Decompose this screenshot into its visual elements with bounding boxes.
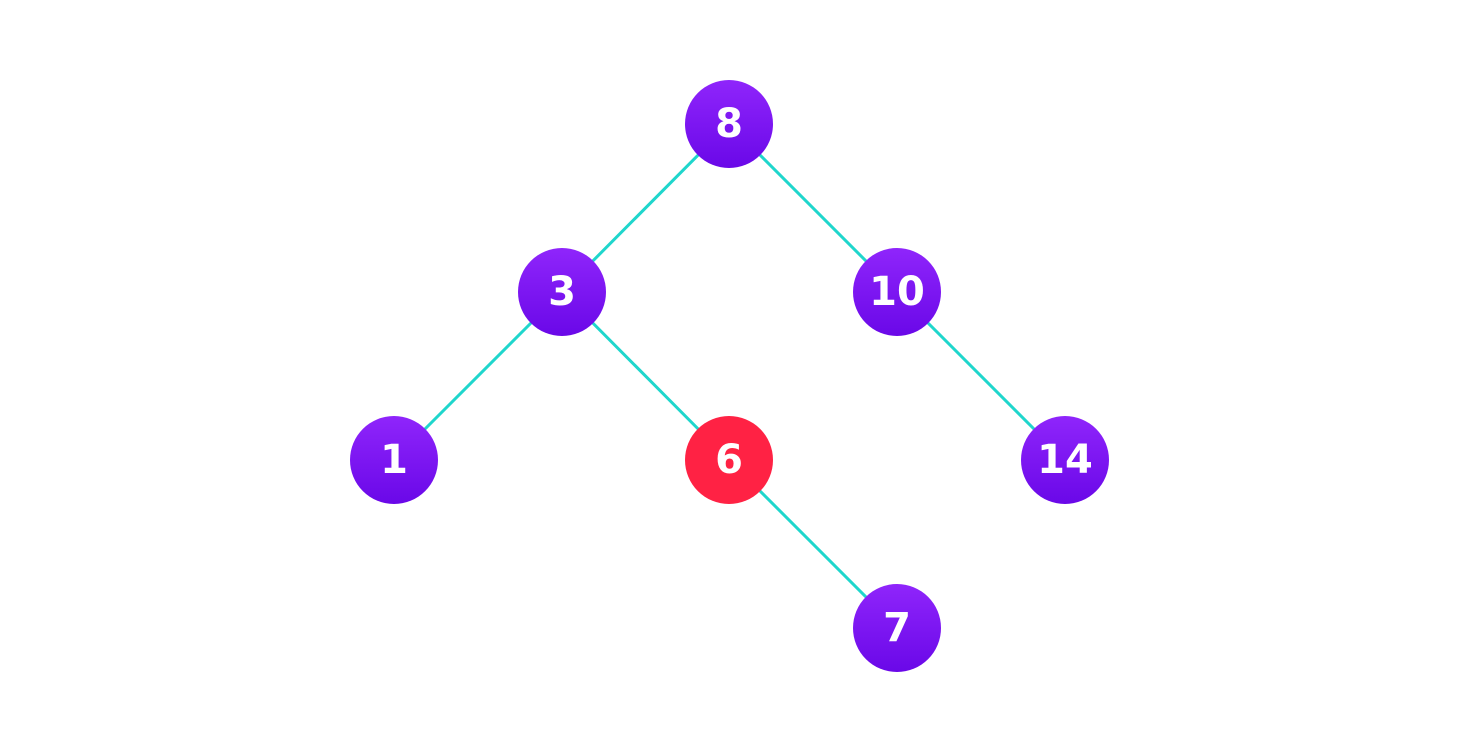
node-circle (853, 584, 941, 672)
node-value: 6 (715, 437, 743, 483)
tree-node-3: 3 (518, 248, 606, 336)
tree-node-8: 8 (685, 80, 773, 168)
node-circle-highlighted (685, 416, 773, 504)
tree-node-6: 6 (685, 416, 773, 504)
node-circle (350, 416, 438, 504)
tree-node-14: 14 (1021, 416, 1109, 504)
tree-node-1: 1 (350, 416, 438, 504)
tree-node-7: 7 (853, 584, 941, 672)
tree-edges (392, 122, 1067, 630)
node-value: 1 (380, 437, 408, 483)
tree-node-10: 10 (853, 248, 941, 336)
node-circle (1021, 416, 1109, 504)
node-value: 14 (1037, 437, 1093, 483)
node-value: 8 (715, 101, 743, 147)
tree-nodes: 8 3 10 1 6 14 7 (350, 80, 1109, 672)
node-value: 7 (883, 605, 911, 651)
node-circle (685, 80, 773, 168)
node-circle (853, 248, 941, 336)
node-value: 10 (869, 269, 925, 315)
node-value: 3 (548, 269, 576, 315)
node-circle (518, 248, 606, 336)
